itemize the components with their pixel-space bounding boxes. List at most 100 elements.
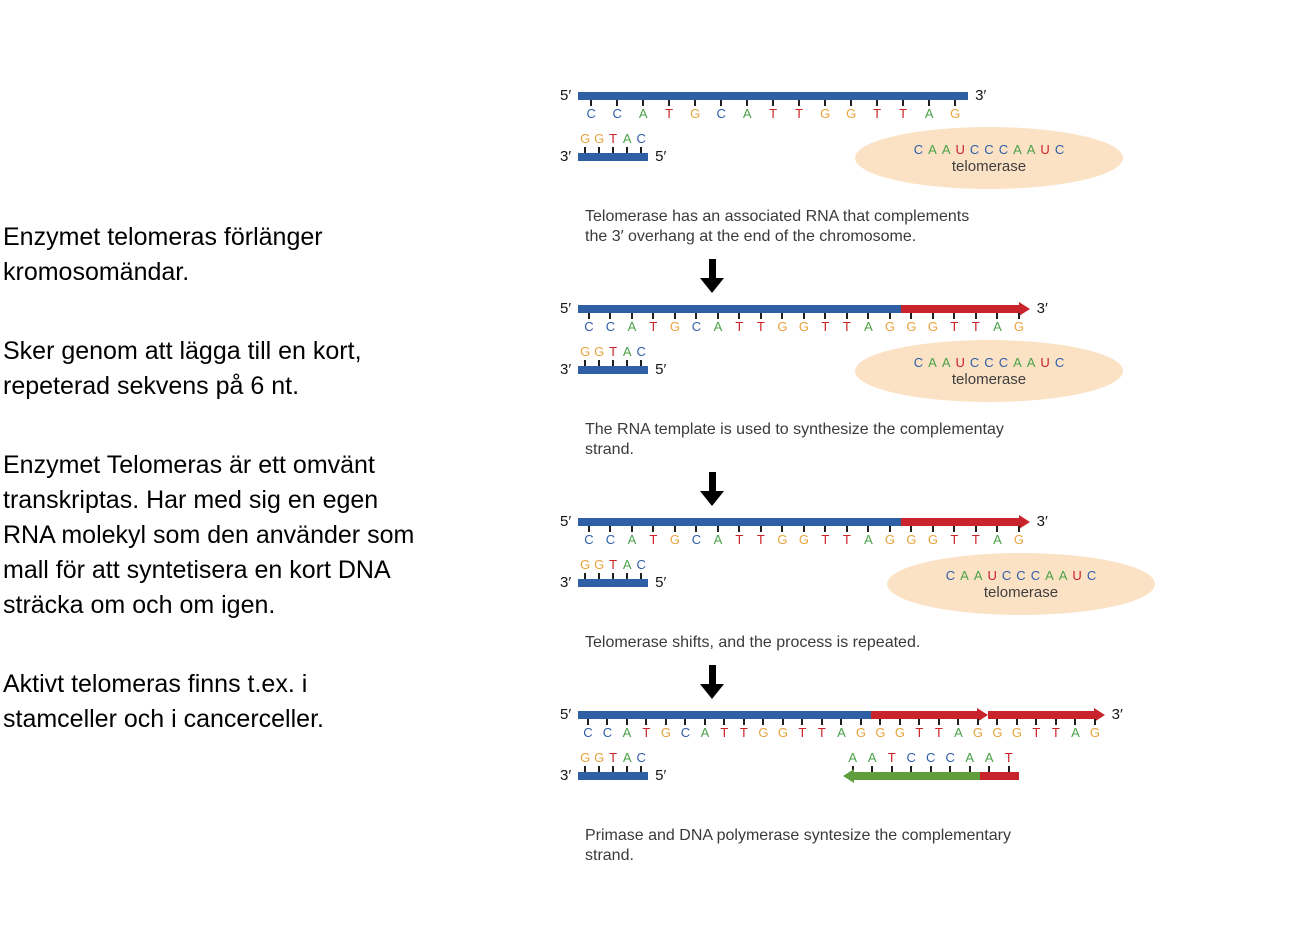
base-letter: T [821,532,830,547]
base-T: T [1046,719,1066,741]
backbone-segment-bar [578,772,649,780]
tick [888,526,891,532]
tick [781,719,784,725]
base-letter: C [602,725,613,740]
tick [598,766,601,772]
base-G: G [682,100,708,122]
base-letter: T [739,725,748,740]
tick [612,573,615,579]
rna-base-A: A [960,567,969,583]
tick [953,313,956,319]
prime-label-5: 5′ [655,767,667,784]
base-A: A [832,719,852,741]
tick [759,313,762,319]
rna-base-U: U [1040,141,1050,157]
rna-base-C: C [1001,567,1012,583]
base-A: A [858,526,880,548]
tick [910,766,913,772]
tick [802,313,805,319]
rna-base-C: C [969,354,980,370]
tick [898,719,901,725]
base-letter: T [609,344,618,359]
base-C: C [921,750,941,772]
tick [673,313,676,319]
base-letter: G [1013,532,1024,547]
tick [587,526,590,532]
tick [996,526,999,532]
tick [871,766,874,772]
backbone-segment-bar [578,92,969,100]
base-letter: A [993,319,1002,334]
rna-base-A: A [941,354,951,370]
base-A: A [863,750,883,772]
base-letter: A [622,750,632,765]
prime-label-3: 3′ [1036,300,1048,317]
tick [630,313,633,319]
tick [850,100,853,106]
rna-base-A: A [973,567,983,583]
base-letter: C [605,319,616,334]
base-letter: A [864,319,873,334]
step-caption: Primase and DNA polymerase syntesize the… [585,827,1011,864]
base-letter: A [627,532,637,547]
base-letter: T [887,750,896,765]
base-T: T [815,313,837,335]
tick [824,100,827,106]
tick [684,719,687,725]
base-letter: G [950,106,961,121]
base-G: G [968,719,988,741]
tick [742,719,745,725]
prime-label-3: 3′ [560,767,572,784]
base-letter: T [950,319,959,334]
base-C: C [634,557,648,579]
backbone-segment-arrow-left [843,769,980,783]
tick [954,100,957,106]
base-T: T [729,526,751,548]
base-letter: A [954,725,963,740]
base-G: G [664,313,686,335]
strand-backbone [578,708,1105,722]
base-letter: G [580,750,591,765]
base-letter: T [842,319,851,334]
base-letter: G [594,557,605,572]
base-letter: G [594,131,605,146]
prime-label-5: 5′ [655,574,667,591]
rna-base-A: A [941,141,951,157]
base-letter: G [884,532,895,547]
tick [910,313,913,319]
rna-base-A: A [1058,567,1068,583]
strand-backbone [578,366,649,374]
base-T: T [793,719,813,741]
base-A: A [734,100,760,122]
tick [928,100,931,106]
tick [1035,719,1038,725]
tick [1054,719,1057,725]
base-G: G [1008,313,1030,335]
base-T: T [944,526,966,548]
tick [695,313,698,319]
base-letter: T [609,557,618,572]
tick [590,100,593,106]
tick [976,719,979,725]
base-letter: A [848,750,858,765]
backbone-segment-bar [578,305,901,313]
tick [781,526,784,532]
base-letter: G [1089,725,1100,740]
tick [996,313,999,319]
base-C: C [686,313,708,335]
base-letter: A [993,532,1002,547]
base-C: C [578,719,598,741]
base-A: A [960,750,980,772]
tick [612,147,615,153]
base-letter: G [906,319,917,334]
